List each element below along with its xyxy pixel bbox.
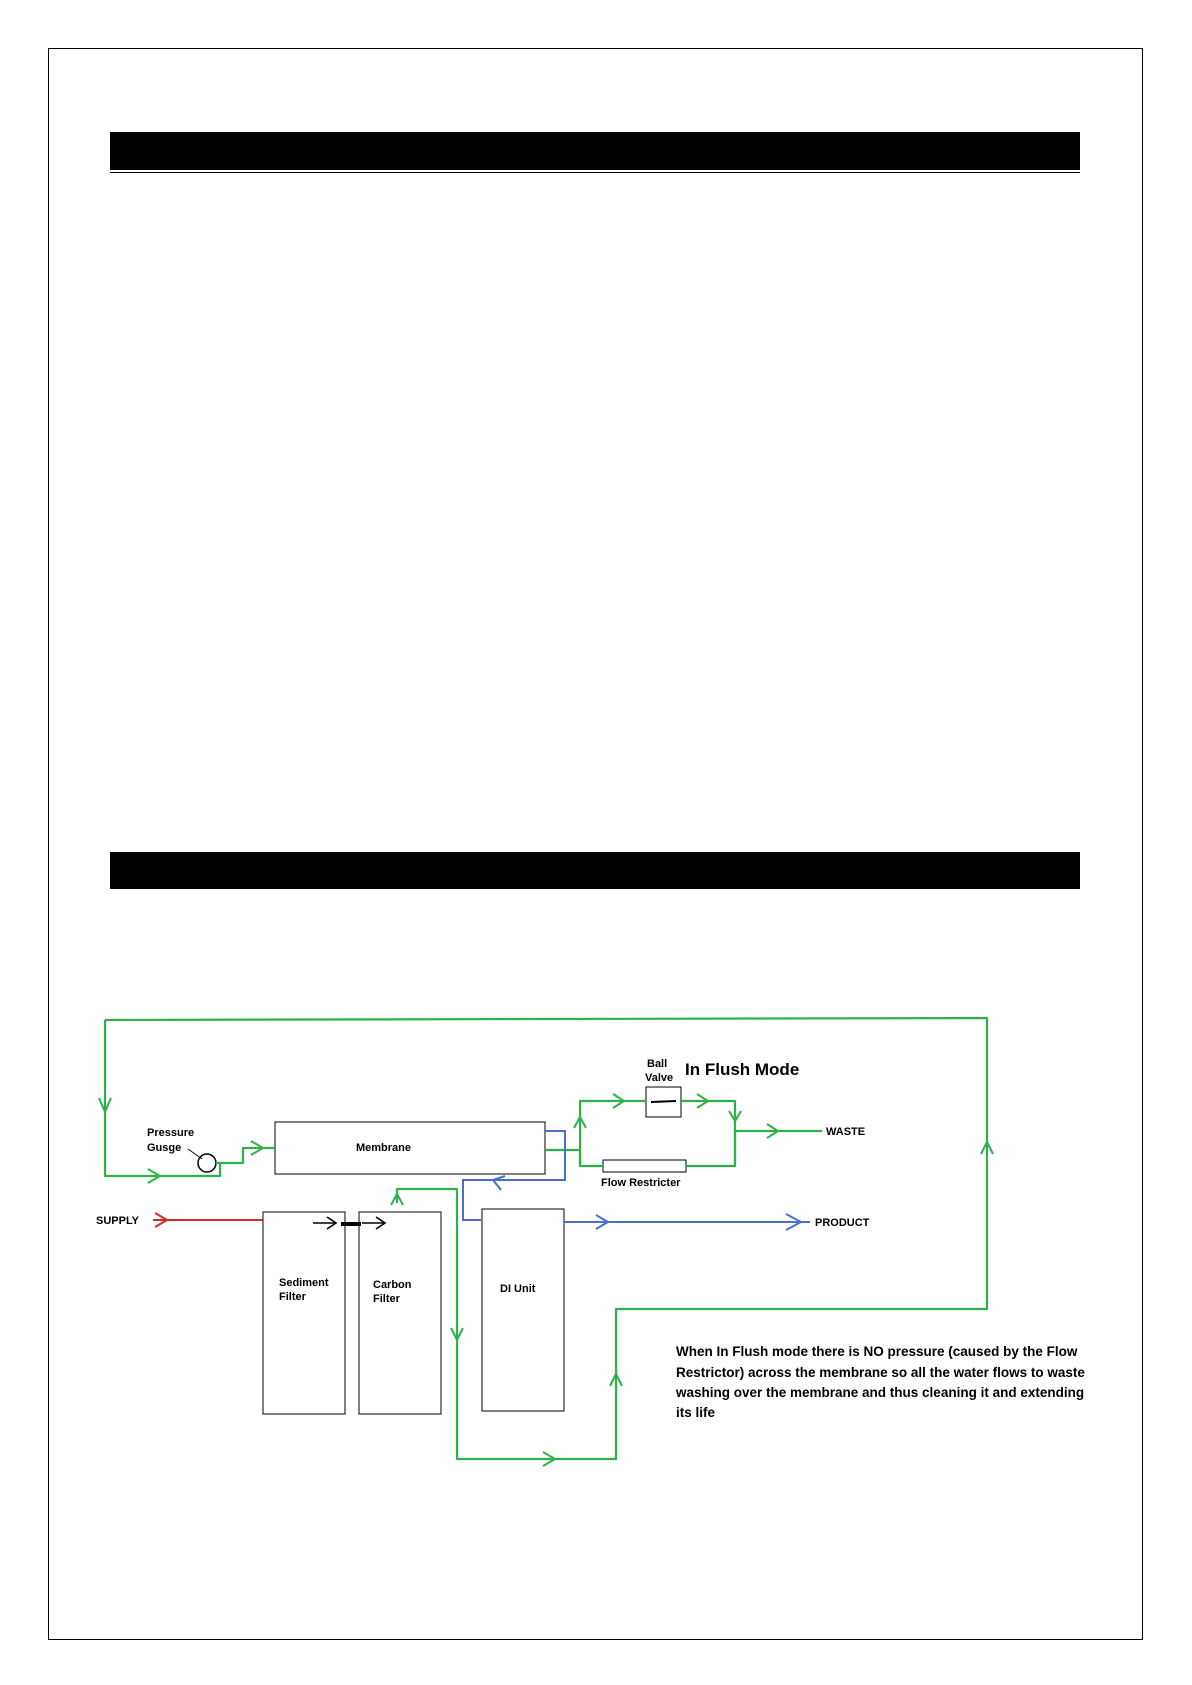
di-unit-box — [481, 1208, 565, 1412]
carbon-filter-label-2: Filter — [373, 1293, 401, 1305]
note-line-4: its life — [676, 1405, 716, 1420]
ball-valve-label-2: Valve — [645, 1072, 673, 1084]
product-label: PRODUCT — [815, 1217, 870, 1229]
arrow-right-icon — [542, 1451, 557, 1467]
arrow-up-icon — [390, 1191, 404, 1206]
arrow-right-icon — [612, 1093, 626, 1109]
arrow-right-icon — [785, 1213, 804, 1231]
supply-line — [153, 1212, 263, 1228]
flush-lower-branch — [578, 1150, 603, 1168]
flush-left-return — [103, 1020, 222, 1178]
pressure-gauge-label-1: Pressure — [147, 1127, 194, 1139]
pressure-gauge-pointer — [187, 1148, 203, 1160]
section-header-bar-1 — [110, 132, 1080, 173]
arrow-right-icon — [375, 1216, 387, 1230]
arrow-right-icon — [326, 1216, 338, 1230]
note-line-2: Restrictor) across the membrane so all t… — [676, 1365, 1085, 1380]
flush-arrows — [98, 1093, 994, 1467]
mode-title: In Flush Mode — [685, 1060, 799, 1079]
arrow-right-icon — [154, 1212, 169, 1228]
arrow-right-icon — [595, 1214, 610, 1230]
membrane-box — [274, 1121, 546, 1175]
arrow-right-icon — [766, 1123, 780, 1139]
flow-restricter-label: Flow Restricter — [601, 1177, 681, 1189]
arrow-right-icon — [147, 1168, 162, 1184]
arrow-down-icon — [98, 1097, 112, 1115]
carbon-filter-label-1: Carbon — [373, 1279, 412, 1291]
flush-restricter-out — [686, 1129, 822, 1168]
arrow-down-icon — [728, 1110, 742, 1123]
arrow-left-icon — [491, 1175, 506, 1191]
membrane-label: Membrane — [356, 1142, 411, 1154]
supply-label: SUPPLY — [96, 1215, 140, 1227]
flush-upper-branch — [578, 1099, 646, 1166]
di-unit-label: DI Unit — [500, 1283, 536, 1295]
note-line-1: When In Flush mode there is NO pressure … — [676, 1344, 1078, 1359]
sediment-filter-label-1: Sediment — [279, 1277, 329, 1289]
arrow-up-icon — [609, 1371, 623, 1387]
note-line-3: washing over the membrane and thus clean… — [675, 1385, 1084, 1400]
carbon-filter-box — [358, 1211, 442, 1415]
sediment-filter-box — [262, 1211, 346, 1415]
flush-ball-valve-out — [681, 1099, 737, 1164]
product-line — [462, 1130, 810, 1231]
flush-membrane-feed — [216, 1146, 275, 1165]
ball-valve-label-1: Ball — [647, 1058, 667, 1070]
pressure-gauge-label-2: Gusge — [147, 1142, 181, 1154]
arrow-right-icon — [696, 1093, 710, 1109]
section-header-bar-2 — [110, 852, 1080, 889]
pressure-gauge-icon — [197, 1153, 217, 1173]
waste-label: WASTE — [826, 1126, 865, 1138]
arrow-down-icon — [450, 1327, 464, 1343]
arrow-up-icon — [573, 1114, 587, 1129]
filter-connector — [313, 1216, 387, 1230]
page-border — [48, 48, 1143, 1640]
ball-valve-handle — [650, 1100, 677, 1103]
arrow-right-icon — [250, 1140, 265, 1156]
sediment-filter-label-2: Filter — [279, 1291, 307, 1303]
arrow-up-icon — [980, 1139, 994, 1155]
flow-restricter-box — [602, 1159, 687, 1173]
flush-outer-loop — [104, 1016, 989, 1461]
